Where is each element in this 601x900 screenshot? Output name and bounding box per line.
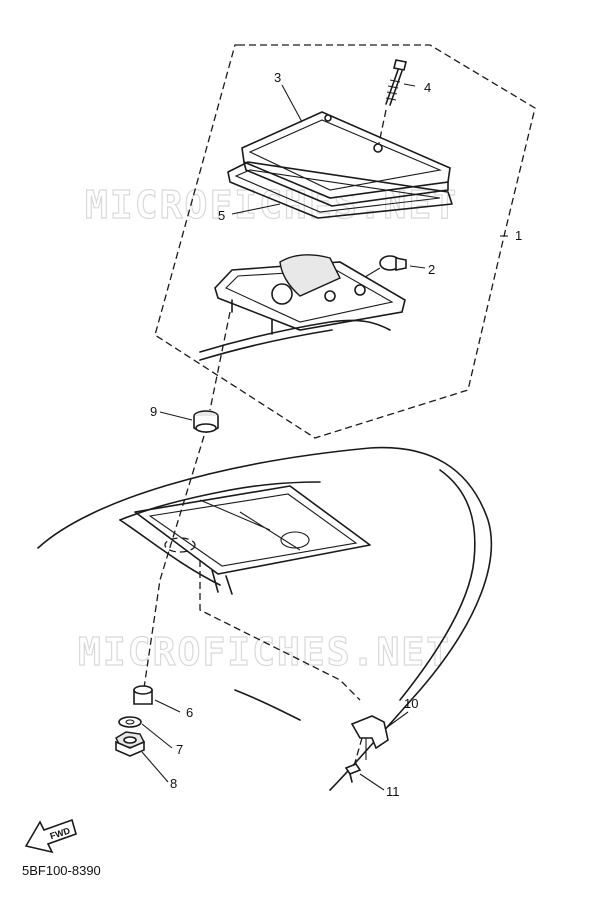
watermark-top: MICROFICHES.NET [85,183,458,227]
callout-10: 10 [404,696,418,711]
bulb [359,255,407,281]
watermark-bottom: MICROFICHES.NET [78,630,451,674]
callout-6: 6 [186,705,193,720]
grommet [193,311,231,433]
lamp-housing [199,254,406,361]
diagram-code: 5BF100-8390 [22,863,101,878]
rear-fender [37,446,493,791]
callout-8: 8 [170,776,177,791]
callout-4: 4 [424,80,431,95]
callout-9: 9 [150,404,157,419]
bracket-and-screw [344,715,389,783]
callout-1: 1 [515,228,522,243]
forward-arrow-icon: FWD [24,818,77,854]
callout-5: 5 [218,208,225,223]
callout-3: 3 [274,70,281,85]
assembly-boundary [154,44,536,439]
leader-lines [141,83,508,791]
gasket [227,161,453,219]
screw [373,59,407,153]
fastener-stack [115,435,205,757]
callout-11: 11 [386,784,400,799]
callout-2: 2 [428,262,435,277]
callout-7: 7 [176,742,183,757]
